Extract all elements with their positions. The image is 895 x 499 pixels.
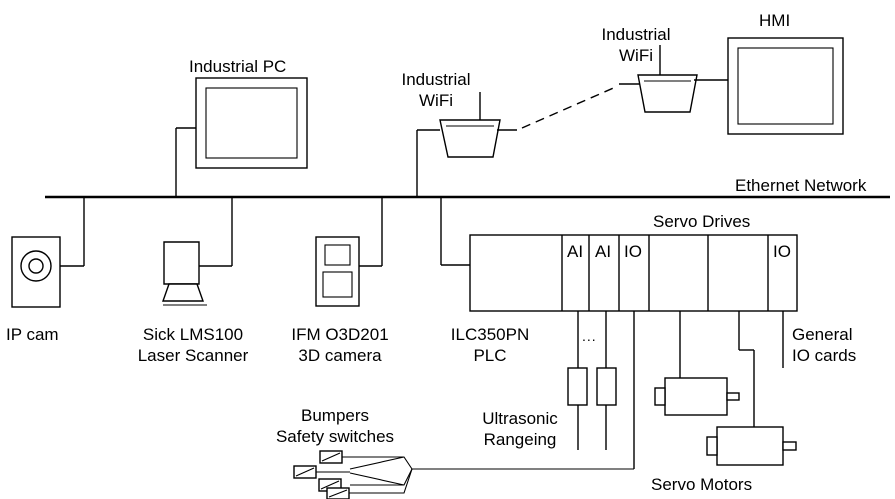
bumper-switches-icon bbox=[293, 450, 350, 499]
label-servo-motors: Servo Motors bbox=[651, 475, 753, 494]
3d-camera-icon bbox=[315, 197, 383, 307]
label-laser-scanner-line1: Sick LMS100 bbox=[142, 325, 244, 344]
label-industrial-pc: Industrial PC bbox=[189, 57, 287, 76]
label-ethernet-network: Ethernet Network bbox=[735, 176, 867, 195]
label-module-io-2: IO bbox=[773, 242, 791, 261]
label-bumpers-line2: Safety switches bbox=[275, 427, 395, 446]
label-wifi-left-line2: WiFi bbox=[419, 91, 453, 110]
label-general-io-line2: IO cards bbox=[792, 346, 857, 365]
hmi-icon bbox=[727, 37, 844, 135]
label-wifi-right-line1: Industrial bbox=[601, 25, 671, 44]
label-general-io-line1: General bbox=[792, 325, 853, 344]
label-module-ai-1: AI bbox=[567, 242, 584, 261]
label-module-ai-2: AI bbox=[595, 242, 612, 261]
servo-motors-icon bbox=[654, 311, 797, 466]
label-wifi-right-line2: WiFi bbox=[619, 46, 653, 65]
label-wifi-right: Industrial WiFi bbox=[586, 24, 686, 66]
label-bumpers: Bumpers Safety switches bbox=[255, 405, 415, 447]
label-3d-camera-line2: 3D camera bbox=[298, 346, 382, 365]
label-bumpers-line1: Bumpers bbox=[300, 406, 370, 425]
label-laser-scanner-line2: Laser Scanner bbox=[137, 346, 249, 365]
label-hmi: HMI bbox=[759, 11, 791, 30]
label-ultrasonic-line2: Rangeing bbox=[483, 430, 557, 449]
label-plc: ILC350PN PLC bbox=[435, 324, 545, 366]
label-wifi-left: Industrial WiFi bbox=[386, 69, 486, 111]
plc-rack bbox=[440, 197, 798, 312]
wifi-left-icon bbox=[416, 92, 517, 197]
label-servo-drives: Servo Drives bbox=[653, 212, 751, 231]
label-ellipsis: ... bbox=[582, 328, 597, 344]
label-plc-line1: ILC350PN bbox=[450, 325, 530, 344]
wireless-link bbox=[521, 85, 619, 129]
ip-cam-icon bbox=[11, 197, 85, 308]
label-ultrasonic: Ultrasonic Rangeing bbox=[470, 408, 570, 450]
label-ultrasonic-line1: Ultrasonic bbox=[482, 409, 558, 428]
bumpers-wiring bbox=[342, 311, 635, 494]
laser-scanner-icon bbox=[162, 197, 233, 306]
label-3d-camera: IFM O3D201 3D camera bbox=[275, 324, 405, 366]
label-plc-line2: PLC bbox=[473, 346, 507, 365]
industrial-pc-icon bbox=[175, 77, 308, 197]
wifi-right-icon bbox=[619, 45, 728, 113]
label-wifi-left-line1: Industrial bbox=[401, 70, 471, 89]
ultrasonic-sensors-icon bbox=[567, 311, 617, 450]
label-ip-cam: IP cam bbox=[6, 325, 59, 344]
label-3d-camera-line1: IFM O3D201 bbox=[291, 325, 389, 344]
label-general-io: General IO cards bbox=[792, 324, 856, 366]
label-module-io-1: IO bbox=[624, 242, 642, 261]
label-laser-scanner: Sick LMS100 Laser Scanner bbox=[118, 324, 268, 366]
